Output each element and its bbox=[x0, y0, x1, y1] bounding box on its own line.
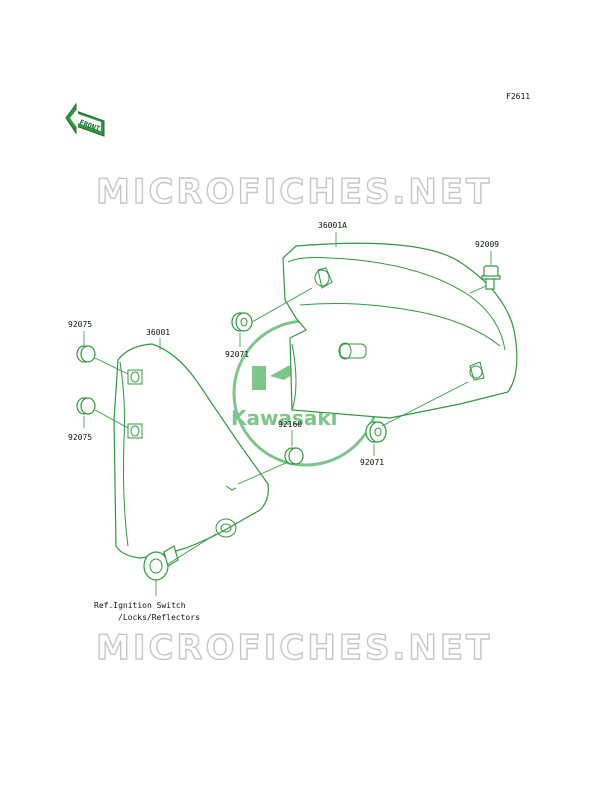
figure-code: F2611 bbox=[506, 92, 530, 101]
front-arrow-icon: FRONT bbox=[65, 102, 105, 137]
grommet-92075-top bbox=[76, 331, 129, 375]
ignition-switch bbox=[143, 533, 217, 596]
label-36001A: 36001A bbox=[318, 221, 347, 230]
reference-line-2: /Locks/Reflectors bbox=[118, 613, 200, 622]
label-36001: 36001 bbox=[146, 328, 170, 337]
watermark-bottom: MICROFICHES.NET bbox=[96, 628, 492, 668]
grommet-92071-upper bbox=[231, 287, 313, 347]
label-92071-upper: 92071 bbox=[225, 350, 249, 359]
left-side-cover bbox=[113, 343, 269, 559]
collar-92160 bbox=[237, 430, 304, 485]
bolt-92009 bbox=[469, 251, 501, 294]
right-side-cover bbox=[282, 242, 518, 419]
grommet-92075-bottom bbox=[76, 397, 129, 429]
label-92071-lower: 92071 bbox=[360, 458, 384, 467]
watermark-top: MICROFICHES.NET bbox=[96, 172, 492, 212]
grommet-92071-lower bbox=[365, 381, 469, 456]
label-92009: 92009 bbox=[475, 240, 499, 249]
reference-line-1: Ref.Ignition Switch bbox=[94, 601, 186, 610]
label-92075-bottom: 92075 bbox=[68, 433, 92, 442]
label-92160: 92160 bbox=[278, 420, 302, 429]
label-92075-top: 92075 bbox=[68, 320, 92, 329]
